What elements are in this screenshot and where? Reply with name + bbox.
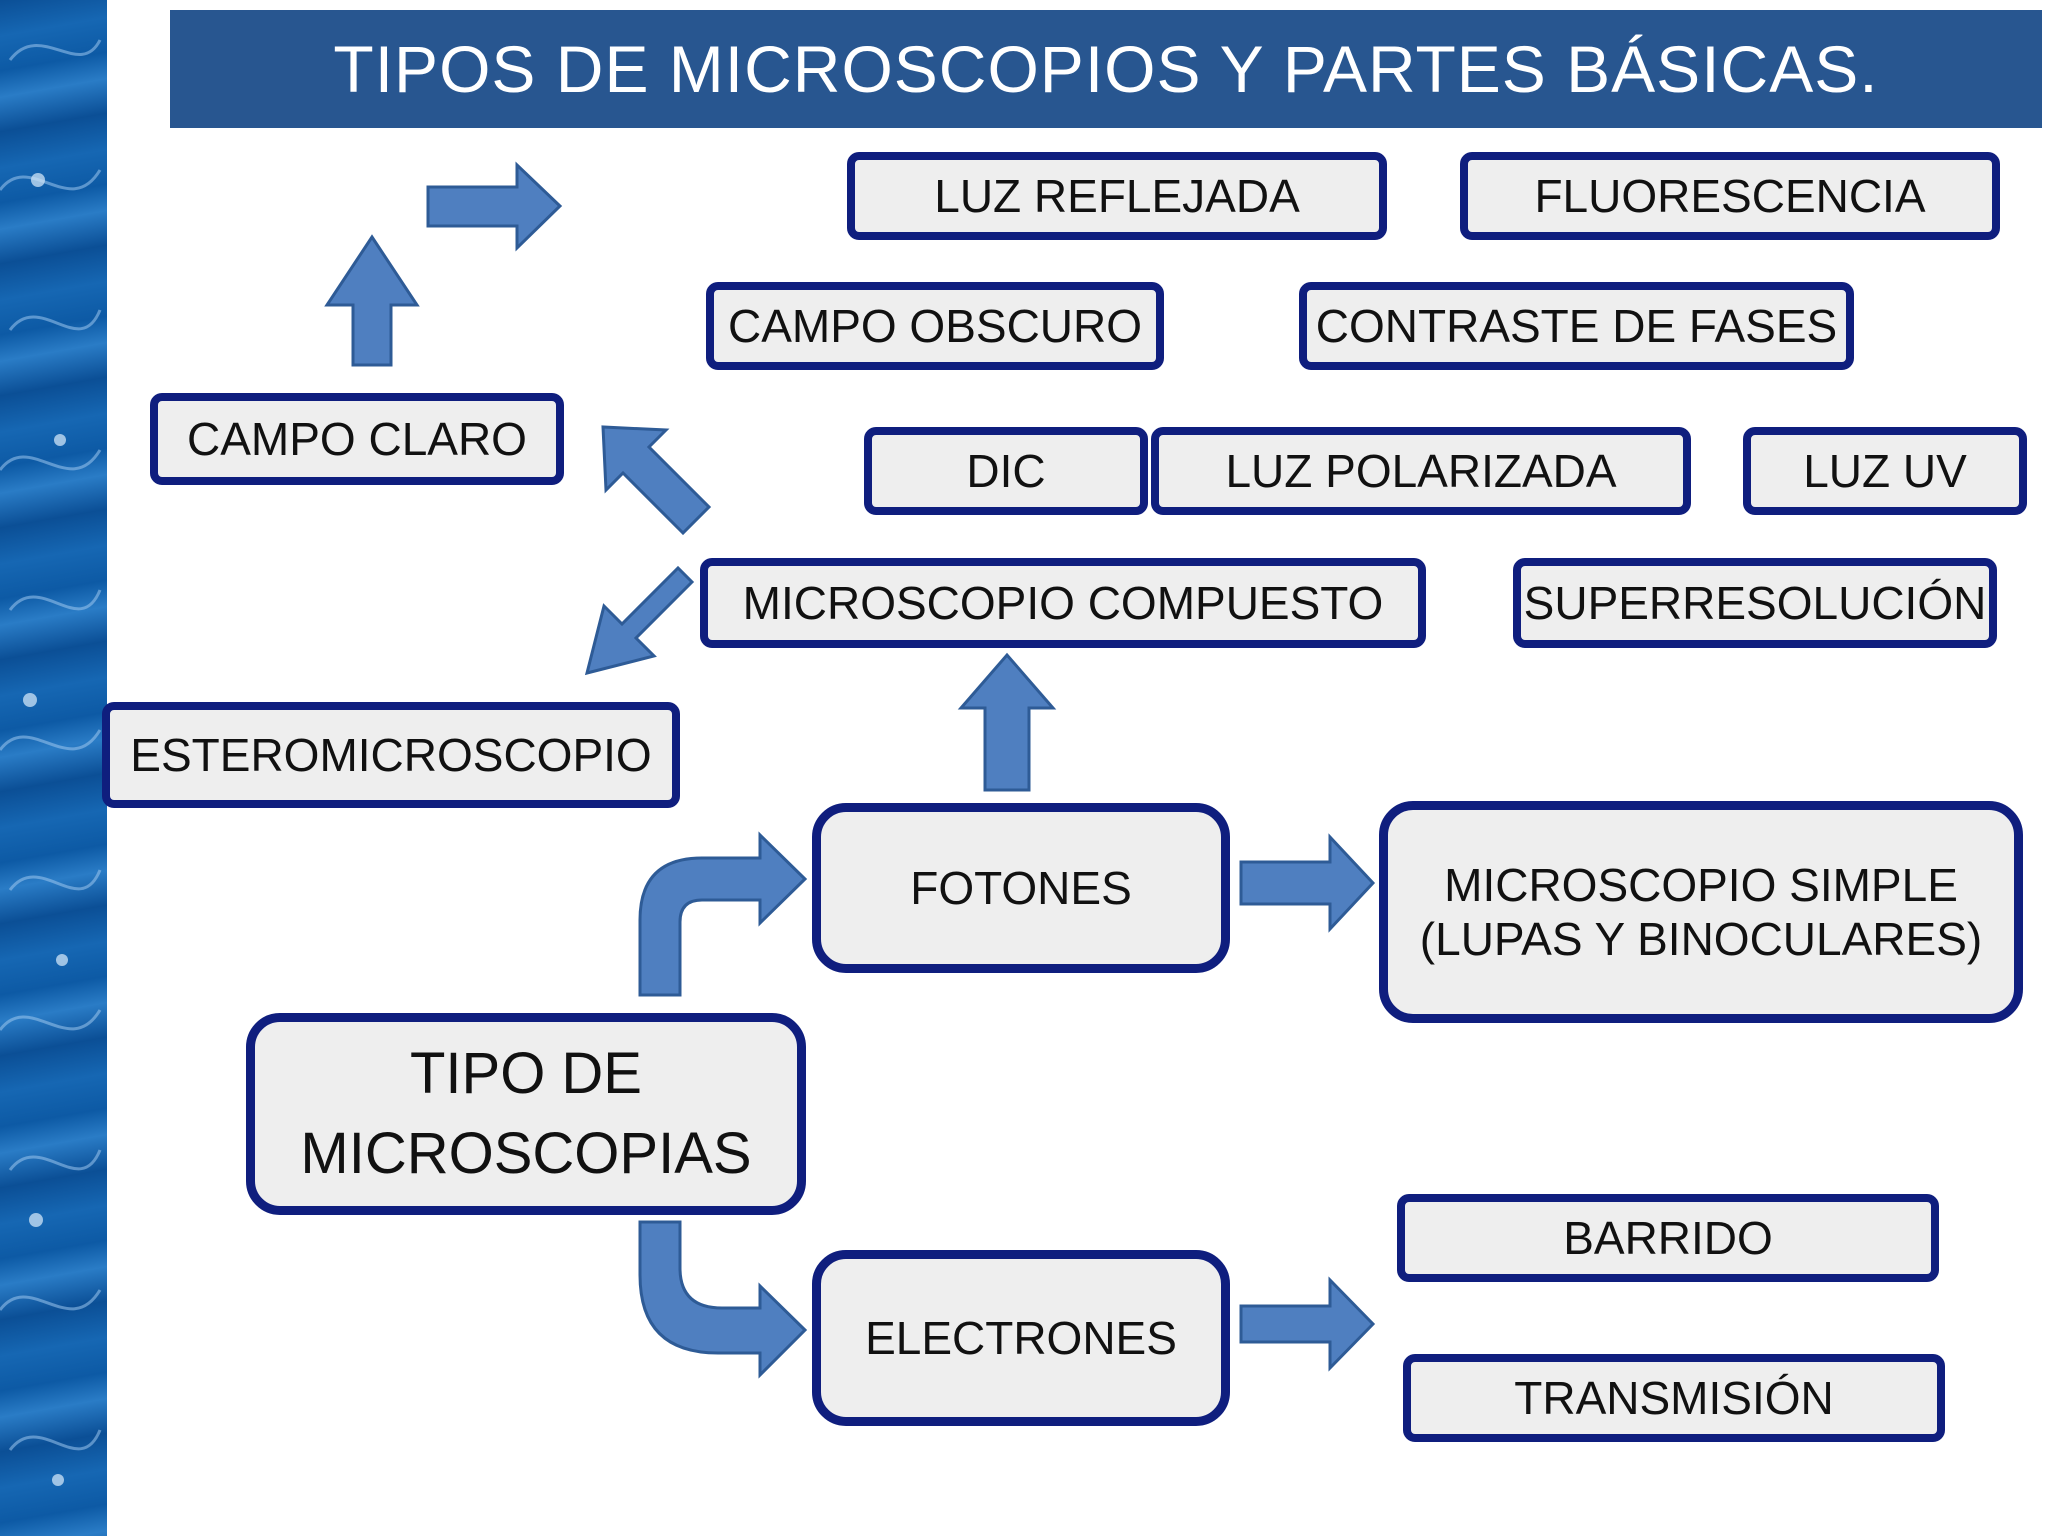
node-contraste-de-fases: CONTRASTE DE FASES: [1299, 282, 1854, 370]
node-label: ELECTRONES: [865, 1311, 1177, 1364]
node-fotones: FOTONES: [812, 803, 1230, 973]
node-luz-uv: LUZ UV: [1743, 427, 2027, 515]
arrow-right-icon: [1239, 1276, 1376, 1372]
node-label-line-1: TIPO DE: [409, 1040, 642, 1106]
node-label: CONTRASTE DE FASES: [1315, 299, 1838, 352]
title-bar: TIPOS DE MICROSCOPIOS Y PARTES BÁSICAS.: [170, 10, 2042, 128]
node-esteromicroscopio: ESTEROMICROSCOPIO: [102, 702, 680, 808]
node-label-line-2: MICROSCOPIAS: [300, 1121, 752, 1186]
node-label: TRANSMISIÓN: [1514, 1371, 1834, 1424]
node-luz-polarizada: LUZ POLARIZADA: [1151, 427, 1691, 515]
node-label: BARRIDO: [1563, 1211, 1773, 1264]
node-label: DIC: [966, 444, 1046, 497]
curved-arrow-right-icon: [638, 1220, 808, 1379]
node-label: MICROSCOPIO COMPUESTO: [742, 576, 1384, 629]
node-fluorescencia: FLUORESCENCIA: [1460, 152, 2000, 240]
arrow-up-icon: [324, 234, 420, 367]
arrow-right-icon: [426, 161, 563, 252]
node-electrones: ELECTRONES: [812, 1250, 1230, 1426]
node-transmision: TRANSMISIÓN: [1403, 1354, 1945, 1442]
node-tipo-de-microscopias: TIPO DE MICROSCOPIAS: [246, 1013, 806, 1215]
arrow-up-icon: [957, 652, 1057, 792]
node-label-line-1: MICROSCOPIO SIMPLE: [1444, 858, 1958, 911]
node-label: ESTEROMICROSCOPIO: [130, 728, 652, 781]
node-label: CAMPO OBSCURO: [727, 299, 1143, 352]
node-label: LUZ UV: [1803, 444, 1967, 497]
arrow-up-left-icon: [601, 425, 712, 536]
node-luz-reflejada: LUZ REFLEJADA: [847, 152, 1387, 240]
node-barrido: BARRIDO: [1397, 1194, 1939, 1282]
arrow-down-left-icon: [584, 565, 695, 676]
node-label: LUZ REFLEJADA: [934, 169, 1300, 222]
decorative-side-band: [0, 0, 107, 1536]
node-campo-claro: CAMPO CLARO: [150, 393, 564, 485]
floral-pattern-icon: [0, 39, 102, 1486]
node-microscopio-simple: MICROSCOPIO SIMPLE (LUPAS Y BINOCULARES): [1379, 801, 2023, 1023]
node-label: FOTONES: [910, 861, 1132, 914]
node-dic: DIC: [864, 427, 1148, 515]
curved-arrow-right-icon: [638, 831, 808, 997]
node-label-line-2: (LUPAS Y BINOCULARES): [1419, 913, 1983, 965]
node-superresolucion: SUPERRESOLUCIÓN: [1513, 558, 1997, 648]
page-title: TIPOS DE MICROSCOPIOS Y PARTES BÁSICAS.: [333, 32, 1879, 106]
node-campo-obscuro: CAMPO OBSCURO: [706, 282, 1164, 370]
node-label: LUZ POLARIZADA: [1225, 444, 1617, 497]
node-label: SUPERRESOLUCIÓN: [1523, 576, 1987, 629]
node-label: FLUORESCENCIA: [1534, 169, 1926, 222]
node-label: CAMPO CLARO: [187, 412, 527, 465]
arrow-right-icon: [1239, 833, 1376, 933]
node-microscopio-compuesto: MICROSCOPIO COMPUESTO: [700, 558, 1426, 648]
